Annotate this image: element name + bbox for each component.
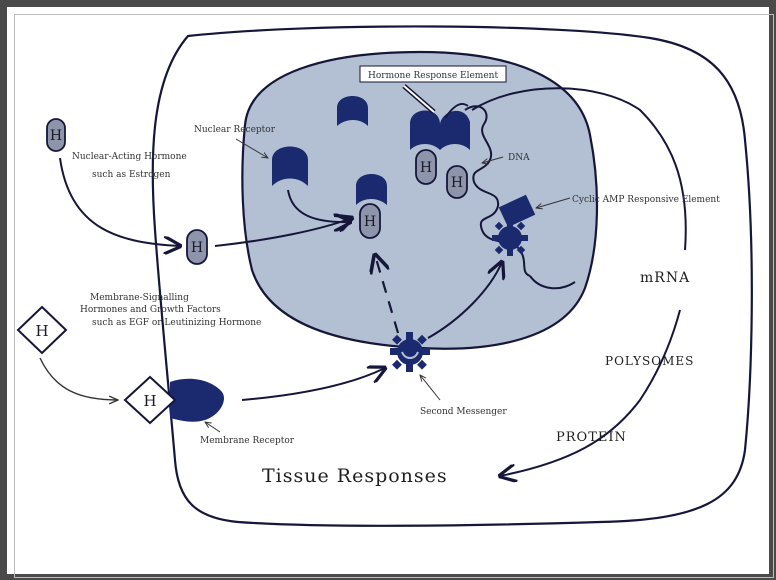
hormone-response-element-label: Hormone Response Element bbox=[368, 71, 498, 81]
membrane-signalling-label-3: such as EGF or Leutinizing Hormone bbox=[92, 318, 261, 328]
gear-icon-nuclear bbox=[492, 220, 528, 256]
hormone-symbol: H bbox=[364, 214, 376, 230]
cyclic-amp-label: Cyclic AMP Responsive Element bbox=[572, 195, 720, 205]
membrane-receptor: H bbox=[125, 377, 224, 423]
arrow-diamond-to-membrane bbox=[40, 358, 118, 400]
nuclear-receptor-label: Nuclear Receptor bbox=[194, 125, 276, 135]
hormone-receptor-complex: H bbox=[360, 204, 380, 238]
dna-label: DNA bbox=[508, 153, 530, 163]
membrane-receptor-label: Membrane Receptor bbox=[200, 436, 295, 446]
hormone-symbol: H bbox=[35, 322, 48, 340]
pointer-second-messenger bbox=[420, 375, 440, 400]
hormone-symbol: H bbox=[50, 128, 62, 144]
hormone-symbol: H bbox=[191, 240, 203, 256]
hormone-symbol: H bbox=[143, 392, 156, 410]
membrane-signalling-label-2: Hormones and Growth Factors bbox=[80, 305, 221, 315]
hormone-nuclear-acting: H bbox=[47, 119, 65, 151]
mrna-label: mRNA bbox=[640, 270, 690, 286]
hormone-cytoplasm: H bbox=[187, 230, 207, 264]
membrane-signalling-label-1: Membrane-Signalling bbox=[90, 293, 189, 303]
hormone-membrane-signalling: H bbox=[18, 307, 66, 353]
hormone-bound-dna-1: H bbox=[416, 150, 436, 184]
polysomes-label: POLYSOMES bbox=[605, 354, 694, 368]
nuclear-acting-hormone-label: Nuclear-Acting Hormone bbox=[72, 152, 187, 162]
second-messenger-label: Second Messenger bbox=[420, 407, 507, 417]
hormone-symbol: H bbox=[420, 160, 432, 176]
arrow-membrane-to-second-messenger bbox=[242, 368, 385, 400]
hormone-bound-dna-2: H bbox=[447, 166, 467, 198]
second-messenger-gear-icon bbox=[390, 332, 430, 372]
pointer-membrane-receptor bbox=[205, 422, 220, 432]
hormone-symbol: H bbox=[451, 175, 463, 191]
nuclear-acting-hormone-example: such as Estrogen bbox=[92, 170, 171, 180]
tissue-responses-label: Tissue Responses bbox=[262, 465, 448, 487]
protein-label: PROTEIN bbox=[556, 430, 627, 445]
